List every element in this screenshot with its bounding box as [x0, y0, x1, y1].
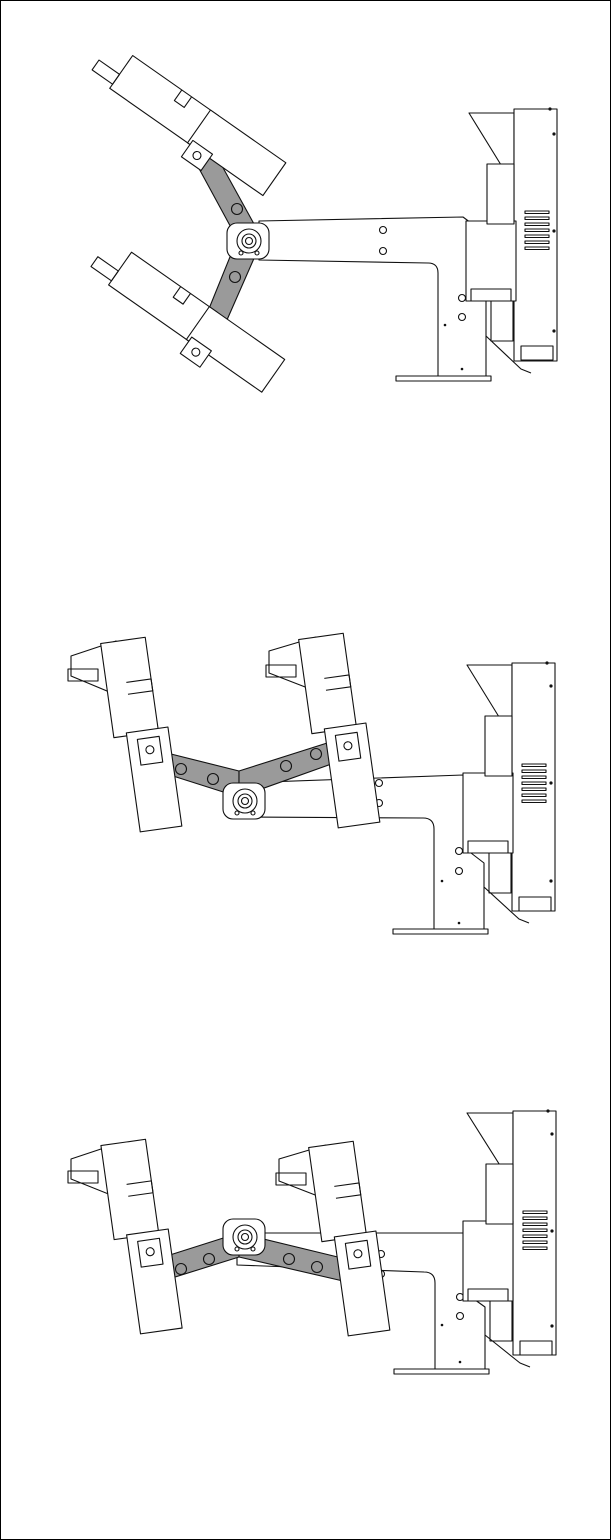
- head-clamp: [467, 1288, 509, 1302]
- right-panel: [275, 1140, 391, 1337]
- panel-lower-box: [185, 306, 286, 393]
- pivot-hub: [222, 782, 266, 820]
- panel-notch: [172, 286, 191, 305]
- panel-notch: [334, 1182, 362, 1199]
- head-clamp: [470, 288, 512, 302]
- panel-mount-plate: [179, 336, 212, 368]
- column-hole: [454, 866, 464, 876]
- screw-dot: [460, 367, 464, 371]
- head-unit: [465, 107, 558, 374]
- view-3-svg: [67, 1109, 557, 1375]
- head-bracket: [484, 715, 513, 777]
- column-hole: [455, 1311, 465, 1321]
- frame-hole: [174, 1262, 188, 1276]
- frame-hole: [309, 747, 323, 761]
- head-clamp: [467, 840, 509, 854]
- head-bracket: [485, 1163, 514, 1225]
- left-panel: [67, 1138, 183, 1335]
- panel-handle: [67, 668, 99, 682]
- view-2-svg: [67, 632, 556, 935]
- base-plate: [392, 928, 489, 935]
- right-panel: [265, 632, 381, 829]
- view-1-svg: [90, 54, 558, 393]
- head-cabinet: [512, 1110, 557, 1356]
- head-cabinet: [511, 662, 556, 912]
- head-vent-slots: [521, 763, 547, 804]
- head-motor-block: [465, 220, 517, 302]
- frame-hole: [230, 202, 244, 216]
- arm-hole: [378, 246, 388, 256]
- pivot-hub: [222, 1218, 266, 1256]
- frame-hole: [174, 762, 188, 776]
- head-lower-bracket: [488, 852, 512, 894]
- head-foot: [518, 896, 552, 912]
- pivot-hub: [226, 222, 270, 260]
- head-bracket: [486, 163, 515, 225]
- upper-panel: [91, 54, 287, 197]
- view-3-arm-raised: [1, 1021, 610, 1521]
- head-unit: [462, 661, 556, 924]
- panel-top-box: [308, 1140, 367, 1243]
- view-1-wings-open: [1, 1, 610, 501]
- panel-mount-plate: [180, 139, 214, 172]
- panel-notch: [324, 674, 352, 691]
- panel-notch: [126, 678, 154, 695]
- panel-top-box: [298, 632, 357, 735]
- panel-mount-plate: [137, 1237, 164, 1268]
- panel-handle: [265, 664, 297, 678]
- panel-mount-plate: [334, 731, 362, 762]
- arm-hole: [374, 778, 384, 788]
- head-foot: [519, 1340, 553, 1356]
- head-vent-slots: [522, 1210, 548, 1251]
- head-link: [485, 335, 532, 374]
- frame-hole: [279, 759, 293, 773]
- head-lower-bracket: [489, 1300, 513, 1342]
- frame-hole: [228, 270, 242, 284]
- left-panel: [67, 636, 183, 833]
- lower-panel: [90, 251, 286, 393]
- base-plate: [393, 1368, 490, 1375]
- panel-mount-plate: [344, 1239, 372, 1270]
- column-and-arm: [258, 216, 487, 377]
- panel-notch: [173, 89, 193, 109]
- panel-top-box: [100, 1138, 160, 1241]
- head-link: [484, 1334, 531, 1368]
- head-motor-block: [462, 1220, 514, 1302]
- base-plate: [395, 375, 492, 382]
- view-2-wings-level: [1, 561, 610, 1061]
- head-unit: [462, 1109, 557, 1368]
- panel-handle: [90, 256, 119, 282]
- head-lower-bracket: [490, 300, 514, 342]
- frame-hole: [282, 1252, 296, 1266]
- panel-top-box: [100, 636, 159, 739]
- head-link: [483, 886, 530, 924]
- panel-lower-box: [187, 109, 287, 197]
- arm-hole: [378, 225, 388, 235]
- head-foot: [520, 345, 554, 361]
- frame-hole: [202, 1252, 216, 1266]
- panel-handle: [91, 59, 121, 85]
- panel-handle: [275, 1172, 307, 1186]
- head-vent-slots: [524, 210, 550, 251]
- column-hole: [457, 312, 467, 322]
- frame-hole: [310, 1260, 324, 1274]
- panel-mount-plate: [136, 735, 164, 766]
- panel-handle: [67, 1170, 99, 1184]
- panel-notch: [126, 1180, 154, 1197]
- screw-dot: [443, 323, 447, 327]
- frame-hole: [206, 772, 220, 786]
